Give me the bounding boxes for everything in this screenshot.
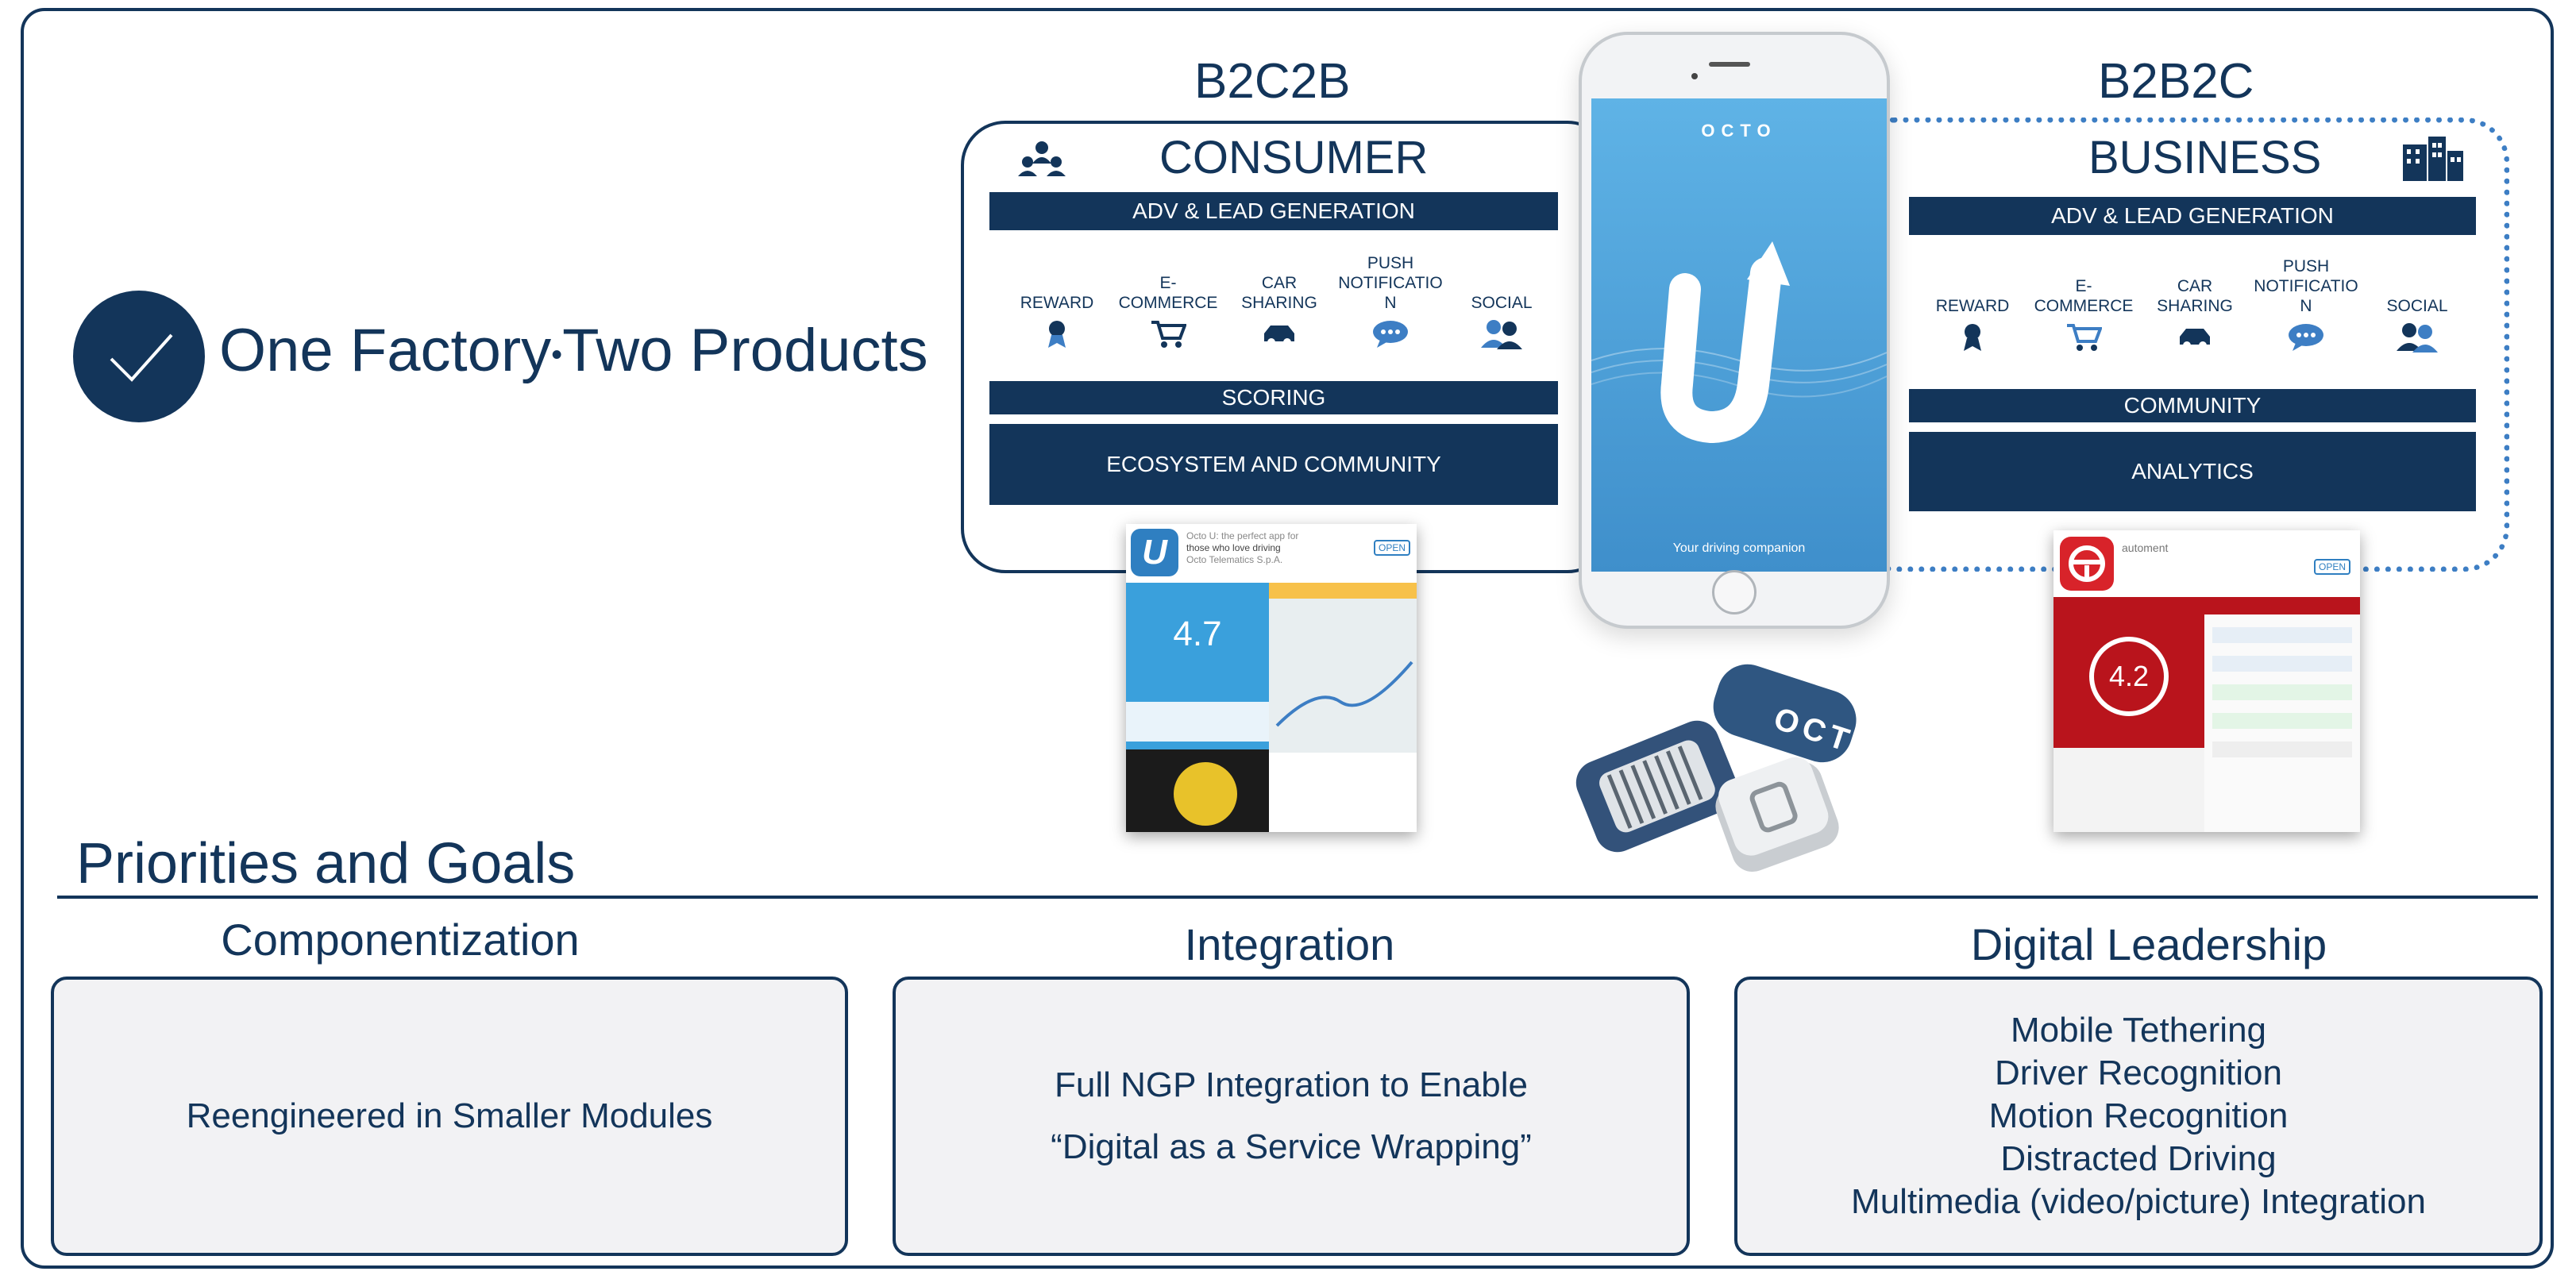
headline-part2: Two Products <box>562 317 928 384</box>
consumer-feature-reward: REWARD <box>1001 252 1113 349</box>
feature-label: SOCIAL <box>1471 294 1533 312</box>
checkmark-badge <box>73 291 205 422</box>
consumer-feature-social: SOCIAL <box>1446 252 1557 349</box>
score-value: 4.2 <box>2089 637 2169 716</box>
feature-label: CAR SHARING <box>1241 274 1317 312</box>
phone-screen: OCTO Your driving companion <box>1591 98 1887 572</box>
consumer-feature-push: PUSH NOTIFICATIO N <box>1335 252 1446 349</box>
people-group-icon <box>1018 141 1066 176</box>
car-icon <box>2180 329 2210 349</box>
open-button[interactable]: OPEN <box>2313 559 2350 575</box>
business-feature-social: SOCIAL <box>2362 256 2473 352</box>
consumer-title: CONSUMER <box>1159 132 1429 183</box>
goal-line: Mobile Tethering <box>2010 1011 2267 1050</box>
feature-label: PUSH NOTIFICATIO N <box>1338 254 1443 312</box>
feature-label: REWARD <box>1935 297 2010 315</box>
business-feature-push: PUSH NOTIFICATIO N <box>2250 256 2362 352</box>
section-divider <box>57 896 2538 899</box>
consumer-ecosystem-bar: ECOSYSTEM AND COMMUNITY <box>989 424 1558 505</box>
headline: One Factory•Two Products <box>219 321 928 381</box>
feature-label: E- COMMERCE <box>1118 274 1218 312</box>
map-panel <box>1269 583 1417 832</box>
business-title: BUSINESS <box>2088 132 2322 183</box>
checkmark-icon <box>110 333 173 382</box>
score-panel: 4.2 <box>2053 597 2204 832</box>
business-feature-row: REWARD E- COMMERCE CAR SHARING PUSH NOTI… <box>1917 256 2473 352</box>
feature-label: SOCIAL <box>2386 297 2448 315</box>
phone-brand: OCTO <box>1701 121 1777 141</box>
u-arrow-logo-icon <box>1660 241 1790 444</box>
app-header-line1: automent <box>2122 541 2169 554</box>
chat-bubble-icon <box>2289 324 2323 351</box>
phone-camera <box>1691 73 1698 79</box>
buildings-icon <box>2403 137 2463 181</box>
medal-icon <box>1964 324 1981 351</box>
app-header-line2: those who love driving <box>1186 542 1281 553</box>
shopping-cart-icon <box>1151 321 1186 348</box>
column-title-digital-leadership: Digital Leadership <box>1970 919 2327 969</box>
consumer-feature-ecommerce: E- COMMERCE <box>1113 252 1224 349</box>
priorities-title: Priorities and Goals <box>76 832 576 896</box>
feature-label: REWARD <box>1020 294 1094 312</box>
steering-wheel-icon <box>2060 537 2114 591</box>
octo-device-image: OCTO <box>1575 664 1885 873</box>
app-logo: U <box>1131 529 1178 576</box>
goal-line: Reengineered in Smaller Modules <box>186 1096 713 1135</box>
app-header-line1: Octo U: the perfect app for <box>1186 530 1299 541</box>
goal-line: Motion Recognition <box>1988 1096 2289 1135</box>
business-adv-bar: ADV & LEAD GENERATION <box>1909 197 2476 235</box>
consumer-feature-car-sharing: CAR SHARING <box>1224 252 1335 349</box>
business-model-label: B2B2C <box>2098 54 2254 109</box>
score-value: 4.7 <box>1173 614 1222 653</box>
phone-speaker <box>1709 62 1750 67</box>
phone-tagline: Your driving companion <box>1672 541 1806 555</box>
goal-box-componentization: Reengineered in Smaller Modules <box>51 977 848 1256</box>
chat-bubble-icon <box>1373 321 1408 348</box>
goal-line: Multimedia (video/picture) Integration <box>1851 1182 2426 1221</box>
open-button[interactable]: OPEN <box>1373 540 1410 556</box>
goal-line: “Digital as a Service Wrapping” <box>1051 1127 1532 1166</box>
goal-box-integration: Full NGP Integration to Enable “Digital … <box>893 977 1690 1256</box>
car-icon <box>1264 326 1294 346</box>
business-app-screenshot: automent OPEN 4.2 <box>2053 530 2360 832</box>
app-store-header: automent OPEN <box>2053 530 2360 597</box>
goal-box-digital-leadership: Mobile Tethering Driver Recognition Moti… <box>1734 977 2543 1256</box>
headline-separator: • <box>551 337 563 372</box>
phone-home-button[interactable] <box>1712 570 1757 614</box>
list-panel <box>2204 597 2360 832</box>
users-icon <box>1481 320 1522 349</box>
column-title-integration: Integration <box>1184 919 1395 969</box>
goal-line: Full NGP Integration to Enable <box>1055 1065 1528 1104</box>
column-title-componentization: Componentization <box>221 915 580 965</box>
consumer-scoring-bar: SCORING <box>989 381 1558 414</box>
feature-label: E- COMMERCE <box>2034 277 2134 315</box>
consumer-app-screenshot: U Octo U: the perfect app for those who … <box>1126 524 1417 832</box>
medal-icon <box>1048 321 1066 348</box>
consumer-feature-row: REWARD E- COMMERCE CAR SHARING PUSH NOTI… <box>1001 252 1557 349</box>
feature-label: CAR SHARING <box>2157 277 2233 315</box>
business-feature-ecommerce: E- COMMERCE <box>2028 256 2139 352</box>
consumer-adv-bar: ADV & LEAD GENERATION <box>989 192 1558 230</box>
consumer-model-label: B2C2B <box>1194 54 1351 109</box>
business-analytics-bar: ANALYTICS <box>1909 432 2476 511</box>
score-panel: 4.7 <box>1126 583 1269 832</box>
app-header-line3: Octo Telematics S.p.A. <box>1186 554 1283 565</box>
business-community-bar: COMMUNITY <box>1909 389 2476 422</box>
users-icon <box>2397 323 2438 352</box>
goal-line: Distracted Driving <box>2000 1139 2277 1178</box>
headline-part1: One Factory <box>219 317 552 384</box>
business-feature-reward: REWARD <box>1917 256 2028 352</box>
business-feature-car-sharing: CAR SHARING <box>2139 256 2250 352</box>
app-store-header: U Octo U: the perfect app for those who … <box>1126 524 1417 583</box>
slide-frame <box>21 8 2554 1269</box>
feature-label: PUSH NOTIFICATIO N <box>2254 257 2358 315</box>
shopping-cart-icon <box>2067 324 2102 351</box>
goal-line: Driver Recognition <box>1995 1054 2282 1092</box>
